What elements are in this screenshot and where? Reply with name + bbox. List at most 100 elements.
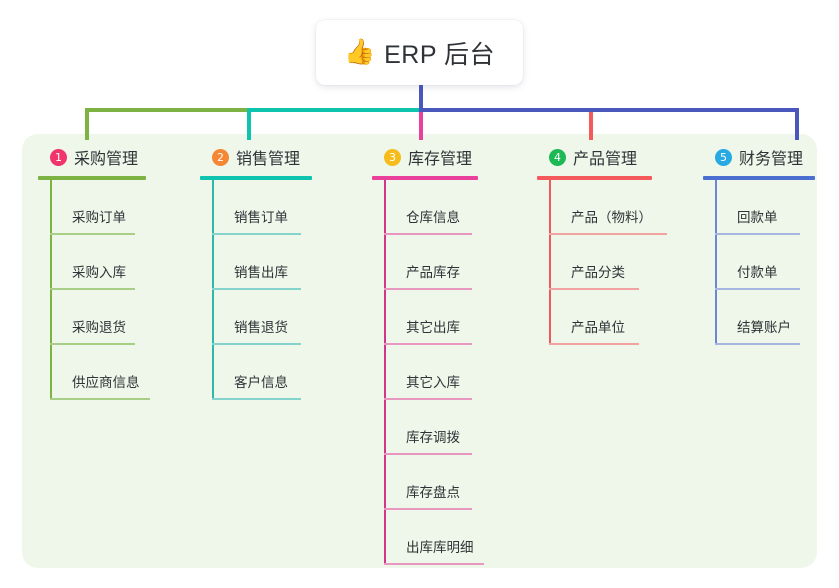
column-title-finance: 财务管理 <box>739 151 804 168</box>
thumbs-up-icon: 👍 <box>343 38 376 66</box>
leaf-rule <box>212 398 301 400</box>
column-items-finance: 回款单付款单结算账户 <box>715 180 815 345</box>
leaf-item[interactable]: 客户信息 <box>212 345 312 400</box>
leaf-label: 销售出库 <box>234 265 288 280</box>
bar-segment-blue <box>419 108 799 112</box>
leaf-item[interactable]: 产品单位 <box>549 290 652 345</box>
leaf-label: 库存盘点 <box>406 485 460 500</box>
column-header-finance[interactable]: 5 财务管理 <box>703 145 815 169</box>
leaf-item[interactable]: 回款单 <box>715 180 815 235</box>
root-title: ERP 后台 <box>384 40 496 69</box>
column-sales: 2 销售管理销售订单销售出库销售退货客户信息 <box>200 145 312 400</box>
column-rule-inventory <box>372 176 478 180</box>
leaf-label: 库存调拨 <box>406 430 460 445</box>
leaf-item[interactable]: 出库库明细 <box>384 510 484 565</box>
leaf-rule <box>384 508 472 510</box>
leaf-label: 产品（物料） <box>571 210 652 225</box>
column-title-sales: 销售管理 <box>236 151 301 168</box>
column-items-product: 产品（物料） 产品分类产品单位 <box>549 180 667 345</box>
leaf-label: 采购入库 <box>72 265 126 280</box>
leaf-item[interactable]: 销售退货 <box>212 290 312 345</box>
column-finance: 5 财务管理回款单付款单结算账户 <box>703 145 815 345</box>
leaf-rule <box>384 343 472 345</box>
column-title-product: 产品管理 <box>573 151 638 168</box>
leaf-label: 产品单位 <box>571 320 625 335</box>
column-badge-inventory: 3 <box>384 148 401 166</box>
leaf-rule <box>212 233 301 235</box>
column-items-inventory: 仓库信息产品库存其它出库其它入库库存调拨库存盘点出库库明细 <box>384 180 484 565</box>
drop-inventory <box>419 110 423 140</box>
leaf-rule <box>212 343 301 345</box>
column-header-inventory[interactable]: 3 库存管理 <box>372 145 478 169</box>
leaf-rule <box>50 233 135 235</box>
leaf-label: 产品库存 <box>406 265 460 280</box>
leaf-item[interactable]: 仓库信息 <box>384 180 478 235</box>
leaf-rule <box>50 288 135 290</box>
leaf-rule <box>50 398 150 400</box>
column-spine-sales <box>212 180 214 400</box>
column-badge-sales: 2 <box>212 148 229 166</box>
leaf-item[interactable]: 库存调拨 <box>384 400 478 455</box>
leaf-item[interactable]: 其它入库 <box>384 345 478 400</box>
column-badge-finance: 5 <box>715 148 732 166</box>
leaf-rule <box>715 233 800 235</box>
leaf-label: 结算账户 <box>737 320 791 335</box>
bar-segment-teal <box>247 108 421 112</box>
leaf-label: 采购订单 <box>72 210 126 225</box>
bar-segment-green <box>85 108 247 112</box>
leaf-rule <box>549 288 639 290</box>
leaf-item[interactable]: 供应商信息 <box>50 345 150 400</box>
leaf-rule <box>384 453 472 455</box>
leaf-rule <box>212 288 301 290</box>
leaf-label: 采购退货 <box>72 320 126 335</box>
leaf-item[interactable]: 付款单 <box>715 235 815 290</box>
leaf-item[interactable]: 销售出库 <box>212 235 312 290</box>
leaf-rule <box>384 288 472 290</box>
column-items-purchasing: 采购订单采购入库采购退货供应商信息 <box>50 180 150 400</box>
column-product: 4 产品管理产品（物料） 产品分类产品单位 <box>537 145 667 345</box>
column-rule-sales <box>200 176 312 180</box>
drop-sales <box>247 110 251 140</box>
drop-purchasing <box>85 110 89 140</box>
column-rule-finance <box>703 176 815 180</box>
leaf-rule <box>50 343 135 345</box>
root-node[interactable]: 👍 ERP 后台 <box>316 20 523 85</box>
leaf-rule <box>715 343 800 345</box>
leaf-label: 客户信息 <box>234 375 288 390</box>
column-spine-product <box>549 180 551 345</box>
leaf-label: 销售退货 <box>234 320 288 335</box>
column-rule-product <box>537 176 652 180</box>
column-title-inventory: 库存管理 <box>408 151 473 168</box>
leaf-item[interactable]: 采购入库 <box>50 235 146 290</box>
leaf-rule <box>384 398 472 400</box>
leaf-label: 付款单 <box>737 265 778 280</box>
drop-product <box>589 110 593 140</box>
column-header-sales[interactable]: 2 销售管理 <box>200 145 312 169</box>
leaf-item[interactable]: 结算账户 <box>715 290 815 345</box>
leaf-item[interactable]: 库存盘点 <box>384 455 478 510</box>
leaf-item[interactable]: 销售订单 <box>212 180 312 235</box>
leaf-label: 其它入库 <box>406 375 460 390</box>
leaf-item[interactable]: 其它出库 <box>384 290 478 345</box>
leaf-item[interactable]: 产品分类 <box>549 235 652 290</box>
column-spine-finance <box>715 180 717 345</box>
drop-finance <box>795 110 799 140</box>
leaf-rule <box>384 233 472 235</box>
column-items-sales: 销售订单销售出库销售退货客户信息 <box>212 180 312 400</box>
column-header-product[interactable]: 4 产品管理 <box>537 145 652 169</box>
column-badge-product: 4 <box>549 148 566 166</box>
leaf-item[interactable]: 产品库存 <box>384 235 478 290</box>
leaf-item[interactable]: 产品（物料） <box>549 180 667 235</box>
leaf-label: 供应商信息 <box>72 375 140 390</box>
leaf-rule <box>384 563 484 565</box>
column-rule-purchasing <box>38 176 146 180</box>
diagram-panel <box>22 134 817 568</box>
column-title-purchasing: 采购管理 <box>74 151 139 168</box>
leaf-label: 销售订单 <box>234 210 288 225</box>
column-inventory: 3 库存管理仓库信息产品库存其它出库其它入库库存调拨库存盘点出库库明细 <box>372 145 484 565</box>
leaf-label: 出库库明细 <box>406 540 474 555</box>
leaf-item[interactable]: 采购订单 <box>50 180 146 235</box>
leaf-item[interactable]: 采购退货 <box>50 290 146 345</box>
